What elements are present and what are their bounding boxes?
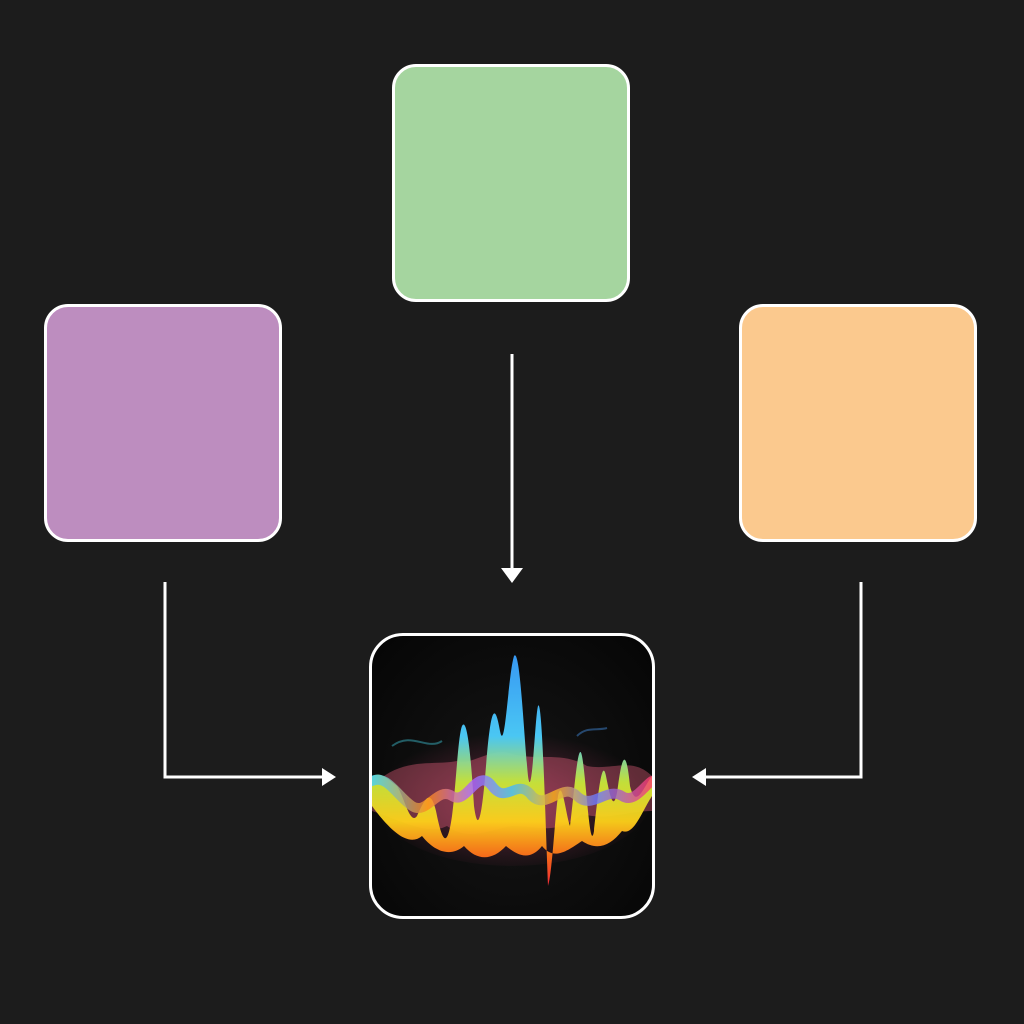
arrow-right-head <box>692 768 706 786</box>
arrow-left-line <box>163 582 326 779</box>
purple-input-box <box>44 304 282 542</box>
arrow-top-head <box>501 568 523 583</box>
sound-wave-result-box <box>369 633 655 919</box>
green-input-box <box>392 64 630 302</box>
arrow-right-line <box>702 582 863 779</box>
arrow-left-head <box>322 768 336 786</box>
sound-wave-icon <box>372 655 652 886</box>
orange-input-box <box>739 304 977 542</box>
